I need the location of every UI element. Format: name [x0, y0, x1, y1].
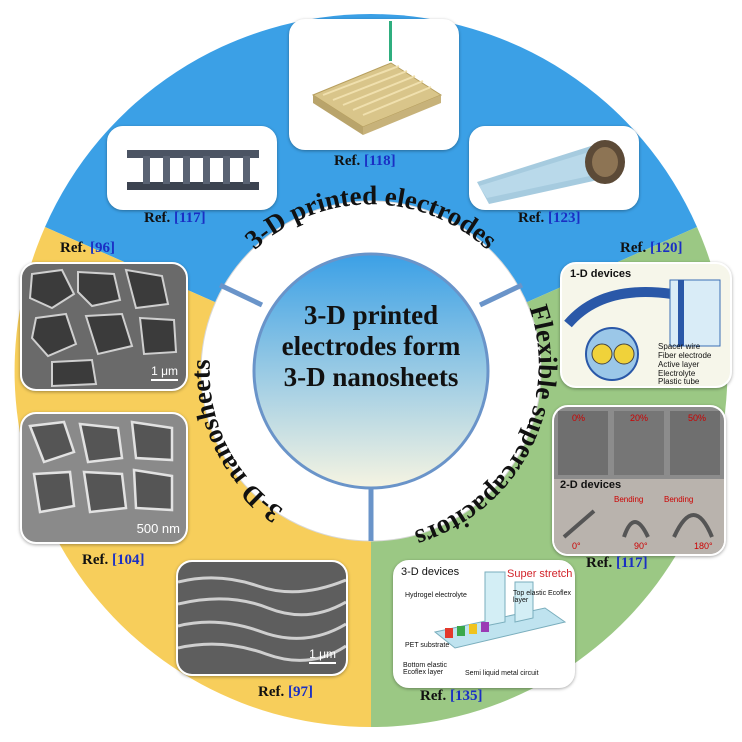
- ref-117-top: Ref. [117]: [144, 210, 206, 227]
- center-title: 3-D printed electrodes form 3-D nanoshee…: [260, 300, 482, 393]
- scalebar-97-bar: [309, 662, 336, 664]
- panel-sem-104: 500 nm: [20, 412, 188, 544]
- center-title-line-2: electrodes form: [281, 331, 461, 361]
- ref-97-number: [97]: [288, 684, 313, 700]
- center-circle: [252, 252, 490, 490]
- 1d-label-spacer-wire: Spacer wire: [658, 342, 701, 351]
- bending-label-2: Bending: [664, 495, 694, 504]
- angle-0: 0°: [572, 541, 581, 551]
- angle-90: 90°: [634, 541, 648, 551]
- ring-divider-left: [218, 282, 264, 308]
- scalebar-96-bar: [151, 379, 178, 381]
- 3d-devices-subtitle: Super stretch: [507, 568, 573, 580]
- panel-interdigitated-electrode: [107, 126, 277, 210]
- ref-117-right-number: [117]: [616, 555, 648, 571]
- strain-20: 20%: [630, 413, 649, 423]
- sem-104-image: [22, 414, 186, 542]
- 1d-label-plastic-tube: Plastic tube: [658, 377, 700, 386]
- ref-117-top-prefix: Ref.: [144, 210, 174, 226]
- 1d-devices-title: 1-D devices: [570, 268, 632, 280]
- panel-sem-97: 1 μm: [176, 560, 348, 676]
- ref-104-prefix: Ref.: [82, 552, 112, 568]
- 3d-label-pet: PET substrate: [405, 642, 450, 649]
- ref-123-number: [123]: [548, 210, 581, 226]
- strain-50: 50%: [688, 413, 707, 423]
- sector-blue: [45, 14, 697, 371]
- interdigitated-electrode-image: [109, 128, 275, 208]
- ring-divider-right: [478, 282, 524, 308]
- 3d-device-schematic: [395, 562, 573, 686]
- strain-0: 0%: [572, 413, 586, 423]
- scalebar-97-label: 1 μm: [309, 647, 336, 661]
- center-title-line-3: 3-D nanosheets: [283, 362, 459, 392]
- ref-120-number: [120]: [650, 240, 683, 256]
- printed-lattice-image: [291, 21, 457, 148]
- ref-118-prefix: Ref.: [334, 153, 364, 169]
- ref-123: Ref. [123]: [518, 210, 581, 227]
- ref-118: Ref. [118]: [334, 153, 396, 170]
- ref-104: Ref. [104]: [82, 552, 145, 569]
- ref-96: Ref. [96]: [60, 240, 115, 257]
- ref-96-number: [96]: [90, 240, 115, 256]
- 3d-label-hydrogel: Hydrogel electrolyte: [405, 592, 467, 599]
- sem-97-image: [178, 562, 346, 674]
- 1d-label-active-layer: Active layer: [658, 360, 700, 369]
- scalebar-97: 1 μm: [309, 647, 336, 664]
- ref-97-prefix: Ref.: [258, 684, 288, 700]
- panel-sem-96: 1 μm: [20, 262, 188, 391]
- angle-180: 180°: [694, 541, 713, 551]
- sem-96-image: [22, 264, 186, 389]
- panel-printed-lattice: [289, 19, 459, 150]
- ref-118-number: [118]: [364, 153, 396, 169]
- ref-135: Ref. [135]: [420, 688, 483, 705]
- fiber-electrode-image: [471, 128, 637, 208]
- scalebar-104: 500 nm: [137, 521, 180, 536]
- 3d-devices-title: 3-D devices: [401, 566, 460, 578]
- ref-135-number: [135]: [450, 688, 483, 704]
- ref-117-right-prefix: Ref.: [586, 555, 616, 571]
- ref-120: Ref. [120]: [620, 240, 683, 257]
- ref-104-number: [104]: [112, 552, 145, 568]
- ref-96-prefix: Ref.: [60, 240, 90, 256]
- panel-2d-devices: 0% 20% 50% 2-D devices Bending Bending 0…: [552, 405, 726, 556]
- 1d-label-electrolyte: Electrolyte: [658, 369, 696, 378]
- 3d-label-bottom-ecoflex: Bottom elastic Ecoflex layer: [403, 662, 447, 676]
- center-title-line-1: 3-D printed: [303, 300, 439, 330]
- 2d-devices-title: 2-D devices: [560, 479, 622, 491]
- scalebar-104-label: 500 nm: [136, 521, 180, 536]
- ref-97: Ref. [97]: [258, 684, 313, 701]
- 1d-label-fiber-electrode: Fiber electrode: [658, 351, 712, 360]
- ref-117-right: Ref. [117]: [586, 555, 648, 572]
- ref-135-prefix: Ref.: [420, 688, 450, 704]
- bending-label-1: Bending: [614, 495, 644, 504]
- scalebar-96-label: 1 μm: [151, 364, 178, 378]
- ref-120-prefix: Ref.: [620, 240, 650, 256]
- scalebar-96: 1 μm: [151, 364, 178, 381]
- panel-fiber-electrode: [469, 126, 639, 210]
- panel-3d-devices: 3-D devices Super stretch Hydrogel elect…: [393, 560, 575, 688]
- ref-123-prefix: Ref.: [518, 210, 548, 226]
- 2d-device-photos: [554, 407, 724, 554]
- ref-117-top-number: [117]: [174, 210, 206, 226]
- 3d-label-liquid-metal: Semi liquid metal circuit: [465, 670, 539, 677]
- 3d-label-top-ecoflex: Top elastic Ecoflex layer: [513, 590, 571, 604]
- panel-1d-devices: 1-D devices Spacer wire Fiber electrode …: [560, 262, 732, 388]
- 1d-device-schematic: [562, 264, 730, 386]
